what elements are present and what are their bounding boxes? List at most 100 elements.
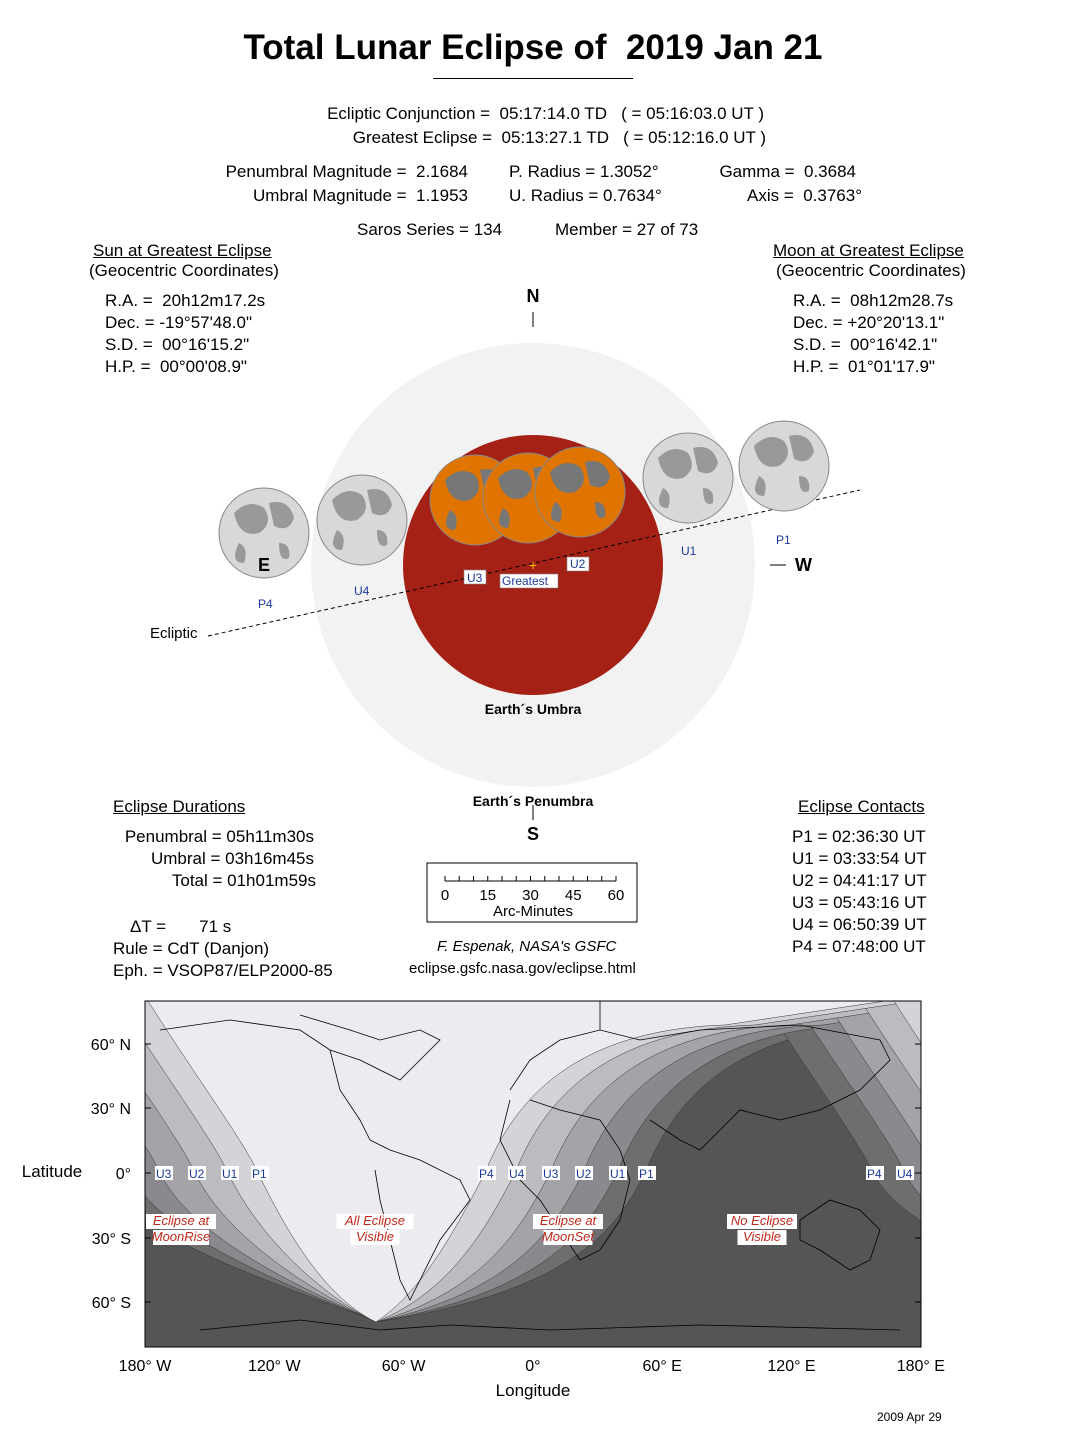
scale-tick-label: 0 [441,887,449,904]
west-label: W [795,555,812,575]
map-curve-label: U4 [897,1167,913,1181]
umbral-magnitude: Umbral Magnitude = 1.1953 [253,186,468,205]
u-radius: U. Radius = 0.7634° [509,186,662,205]
lon-tick-label: 60° W [382,1358,427,1375]
moon-sub: (Geocentric Coordinates) [776,261,966,280]
moon-sd: S.D. = 00°16'42.1" [793,335,938,354]
contact-u4: U4 = 06:50:39 UT [792,915,927,934]
map-curve-label: U1 [610,1167,626,1181]
zone-label: Visible [356,1229,394,1244]
visibility-zone [924,1001,1082,1322]
contact-u1: U1 = 03:33:54 UT [792,849,927,868]
zone-label: No Eclipse [731,1213,793,1228]
lon-tick-label: 0° [525,1358,540,1375]
east-label: E [258,555,270,575]
penumbra-label: Earth´s Penumbra [473,793,594,809]
greatest-marker-icon: + [529,557,537,573]
contact-u2: U2 = 04:41:17 UT [792,871,927,890]
axis: Axis = 0.3763° [746,186,862,205]
lat-tick-label: 60° S [92,1295,131,1312]
scale-box [426,862,638,923]
duration-umbral: Umbral = 03h16m45s [150,849,314,868]
ecliptic-label: Ecliptic [150,625,198,642]
rule: Rule = CdT (Danjon) [113,939,270,958]
sun-ra: R.A. = 20h12m17.2s [105,291,266,310]
lat-tick-label: 30° N [91,1101,131,1118]
gamma: Gamma = 0.3684 [719,162,856,181]
saros: Saros Series = 134 [357,220,503,239]
lat-tick-label: 0° [116,1166,131,1183]
longitude-axis-label: Longitude [496,1381,571,1400]
title-rule [433,78,633,79]
zone-label: Eclipse at [540,1213,598,1228]
scale-tick-label: 45 [565,887,582,904]
penumbral-magnitude: Penumbral Magnitude = 2.1684 [225,162,468,181]
delta-t: ΔT = 71 s [130,917,232,936]
map-curve-label: P1 [252,1167,267,1181]
date-stamp: 2009 Apr 29 [877,1410,942,1424]
label-p1: P1 [776,533,791,547]
moon-p1 [738,420,830,512]
member: Member = 27 of 73 [555,220,699,239]
moon-title: Moon at Greatest Eclipse [773,241,964,260]
moon-dec: Dec. = +20°20'13.1" [793,313,945,332]
zone-label: All Eclipse [344,1213,405,1228]
conjunction: Ecliptic Conjunction = 05:17:14.0 TD ( =… [327,104,764,123]
label-u4: U4 [354,584,370,598]
moon-u1 [642,432,734,524]
zone-label: Eclipse at [153,1213,211,1228]
south-label: S [527,824,539,844]
lon-tick-label: 120° W [248,1358,302,1375]
duration-penumbral: Penumbral = 05h11m30s [124,827,314,846]
label-u3: U3 [467,571,483,585]
contact-p4: P4 = 07:48:00 UT [792,937,926,956]
contact-u3: U3 = 05:43:16 UT [792,893,927,912]
map-curve-label: U3 [156,1167,172,1181]
label-u1: U1 [681,544,697,558]
moon-u4 [316,474,408,566]
map-curve-label: U3 [543,1167,559,1181]
map-frame [144,1000,922,1348]
visibility-zone [860,1001,921,1093]
sun-dec: Dec. = -19°57'48.0" [105,313,252,332]
map-curve-label: U2 [576,1167,592,1181]
label-p4: P4 [258,597,273,611]
duration-total: Total = 01h01m59s [171,871,316,890]
map-curve-label: U1 [222,1167,238,1181]
credit-url[interactable]: eclipse.gsfc.nasa.gov/eclipse.html [409,960,636,977]
contact-p1: P1 = 02:36:30 UT [792,827,926,846]
p-radius: P. Radius = 1.3052° [509,162,659,181]
scale-tick-label: 30 [522,887,539,904]
label-greatest: Greatest [502,574,549,588]
zone-label: MoonRise [152,1229,211,1244]
moon-u2 [534,446,626,538]
scale-tick-label: 15 [479,887,496,904]
credit-author: F. Espenak, NASA's GSFC [437,938,617,955]
moon-p4 [218,487,310,579]
moon-hp: H.P. = 01°01'17.9" [793,357,935,376]
moon-positions [218,420,830,579]
lon-tick-label: 180° W [119,1358,173,1375]
contacts-title: Eclipse Contacts [798,797,925,816]
map-curve-label: U4 [509,1167,525,1181]
zone-label: MoonSet [542,1229,595,1244]
sun-sd: S.D. = 00°16'15.2" [105,335,250,354]
latitude-axis-label: Latitude [22,1162,83,1181]
lat-tick-label: 60° N [91,1037,131,1054]
lon-tick-label: 180° E [897,1358,945,1375]
visibility-zone [893,1001,921,1044]
moon-ra: R.A. = 08h12m28.7s [793,291,954,310]
scale-tick-label: 60 [608,887,625,904]
sun-hp: H.P. = 00°00'08.9" [105,357,247,376]
sun-sub: (Geocentric Coordinates) [89,261,279,280]
lat-tick-label: 30° S [92,1231,131,1248]
visibility-zone [147,1001,886,1323]
durations-title: Eclipse Durations [113,797,246,816]
sun-title: Sun at Greatest Eclipse [93,241,272,260]
greatest-eclipse: Greatest Eclipse = 05:13:27.1 TD ( = 05:… [352,128,766,147]
zone-label: Visible [743,1229,781,1244]
label-u2: U2 [570,557,586,571]
north-label: N [527,286,540,306]
